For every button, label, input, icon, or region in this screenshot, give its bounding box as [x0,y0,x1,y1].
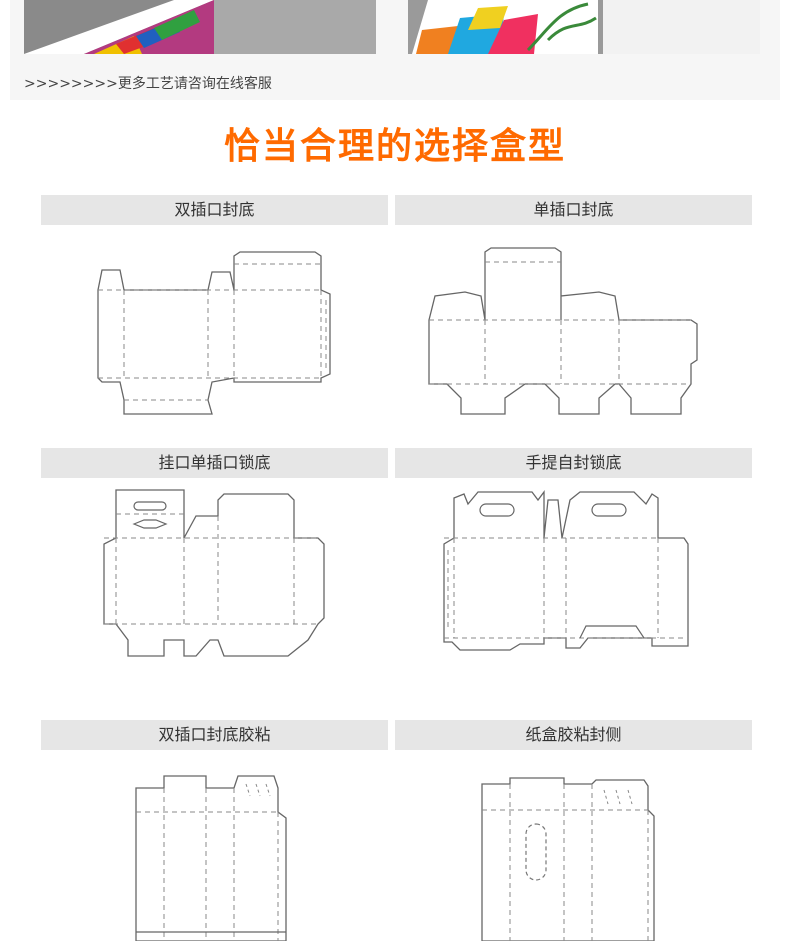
section-title: 恰当合理的选择盒型 [223,126,566,167]
label-carton-glued-side: 纸盒胶粘封侧 [395,720,752,750]
sample-photo-right: ~ ~ [408,0,760,54]
diagram-handle-self-lock-bottom [443,490,689,651]
label-hang-single-tuck-lock-bottom: 挂口单插口锁底 [41,448,388,478]
label-double-tuck-seal-bottom: 双插口封底 [41,195,388,225]
diagram-hang-single-tuck-lock-bottom [103,489,325,657]
label-handle-self-lock-bottom: 手提自封锁底 [395,448,752,478]
svg-text:~~~: ~~~ [249,0,319,13]
label-double-tuck-glued-bottom: 双插口封底胶粘 [41,720,388,750]
diagram-double-tuck-seal-bottom [97,251,331,415]
diagram-carton-glued-side [481,777,655,941]
more-process-link[interactable]: >>>>>>>>更多工艺请咨询在线客服 [24,76,272,92]
diagram-single-tuck-seal-bottom [428,247,698,415]
label-single-tuck-seal-bottom: 单插口封底 [395,195,752,225]
sample-photo-left: ~~~ [24,0,376,54]
diagram-double-tuck-glued-bottom [135,775,287,941]
svg-text:~ ~: ~ ~ [630,0,678,8]
